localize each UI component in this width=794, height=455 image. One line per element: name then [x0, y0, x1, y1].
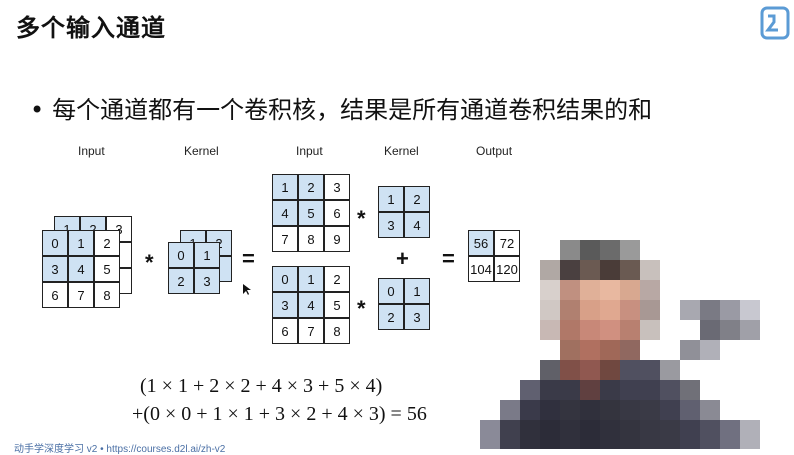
label-kernel-right: Kernel: [384, 144, 419, 158]
grid-cell: 104: [468, 256, 494, 282]
grid-cell: 7: [298, 318, 324, 344]
grid-cell: 2: [298, 174, 324, 200]
math-line-1: (1 × 1 + 2 × 2 + 4 × 3 + 5 × 4): [140, 375, 383, 397]
grid-cell: 3: [378, 212, 404, 238]
grid-cell: 7: [272, 226, 298, 252]
label-output: Output: [476, 144, 513, 158]
grid-cell: 1: [68, 230, 94, 256]
grid-cell: 0: [378, 278, 404, 304]
presenter-webcam-pixelated: [480, 230, 794, 449]
equals-operator: =: [242, 246, 255, 271]
grid-cell: 1: [272, 174, 298, 200]
grid-cell: 9: [324, 226, 350, 252]
grid-cell: 56: [468, 230, 494, 256]
grid-cell: 72: [494, 230, 520, 256]
grid-cell: 1: [194, 242, 220, 268]
grid-cell: 1: [378, 186, 404, 212]
grid-cell: 1: [298, 266, 324, 292]
grid-cell: 0: [272, 266, 298, 292]
grid-cell: 3: [42, 256, 68, 282]
grid-cell: 2: [168, 268, 194, 294]
grid-cell: 4: [68, 256, 94, 282]
equals-operator: =: [442, 246, 455, 271]
grid-cell: 6: [272, 318, 298, 344]
bullet-point: •每个通道都有一个卷积核，结果是所有通道卷积结果的和: [30, 90, 652, 125]
grid-cell: 6: [42, 282, 68, 308]
grid-cell: 8: [94, 282, 120, 308]
grid-cell: 5: [298, 200, 324, 226]
grid-cell: 3: [324, 174, 350, 200]
grid-cell: 2: [94, 230, 120, 256]
plus-operator: +: [396, 246, 409, 271]
bullet-text: 每个通道都有一个卷积核，结果是所有通道卷积结果的和: [52, 96, 653, 124]
grid-cell: 1: [404, 278, 430, 304]
bullet-dot: •: [30, 96, 45, 124]
grid-cell: 5: [94, 256, 120, 282]
grid-cell: 5: [324, 292, 350, 318]
mouse-cursor-icon: [243, 281, 251, 300]
grid-cell: 4: [298, 292, 324, 318]
grid-cell: 8: [298, 226, 324, 252]
grid-cell: 3: [404, 304, 430, 330]
footer-link[interactable]: 动手学深度学习 v2 • https://courses.d2l.ai/zh-v…: [14, 444, 226, 455]
grid-cell: 0: [168, 242, 194, 268]
grid-cell: 120: [494, 256, 520, 282]
grid-cell: 0: [42, 230, 68, 256]
grid-cell: 4: [404, 212, 430, 238]
grid-cell: 3: [194, 268, 220, 294]
bilibili-logo-icon: [760, 6, 790, 44]
math-line-2: +(0 × 0 + 1 × 1 + 3 × 2 + 4 × 3) = 56: [132, 403, 427, 425]
grid-cell: 6: [324, 200, 350, 226]
grid-cell: 8: [324, 318, 350, 344]
grid-cell: 2: [324, 266, 350, 292]
times-operator: *: [357, 296, 366, 321]
grid-cell: 4: [272, 200, 298, 226]
label-input-left: Input: [78, 144, 105, 158]
label-input-right: Input: [296, 144, 323, 158]
label-kernel-left: Kernel: [184, 144, 219, 158]
slide-title: 多个输入通道: [16, 14, 166, 42]
grid-cell: 2: [404, 186, 430, 212]
grid-cell: 2: [378, 304, 404, 330]
times-operator: *: [145, 250, 154, 275]
grid-cell: 7: [68, 282, 94, 308]
grid-cell: 3: [272, 292, 298, 318]
times-operator: *: [357, 206, 366, 231]
